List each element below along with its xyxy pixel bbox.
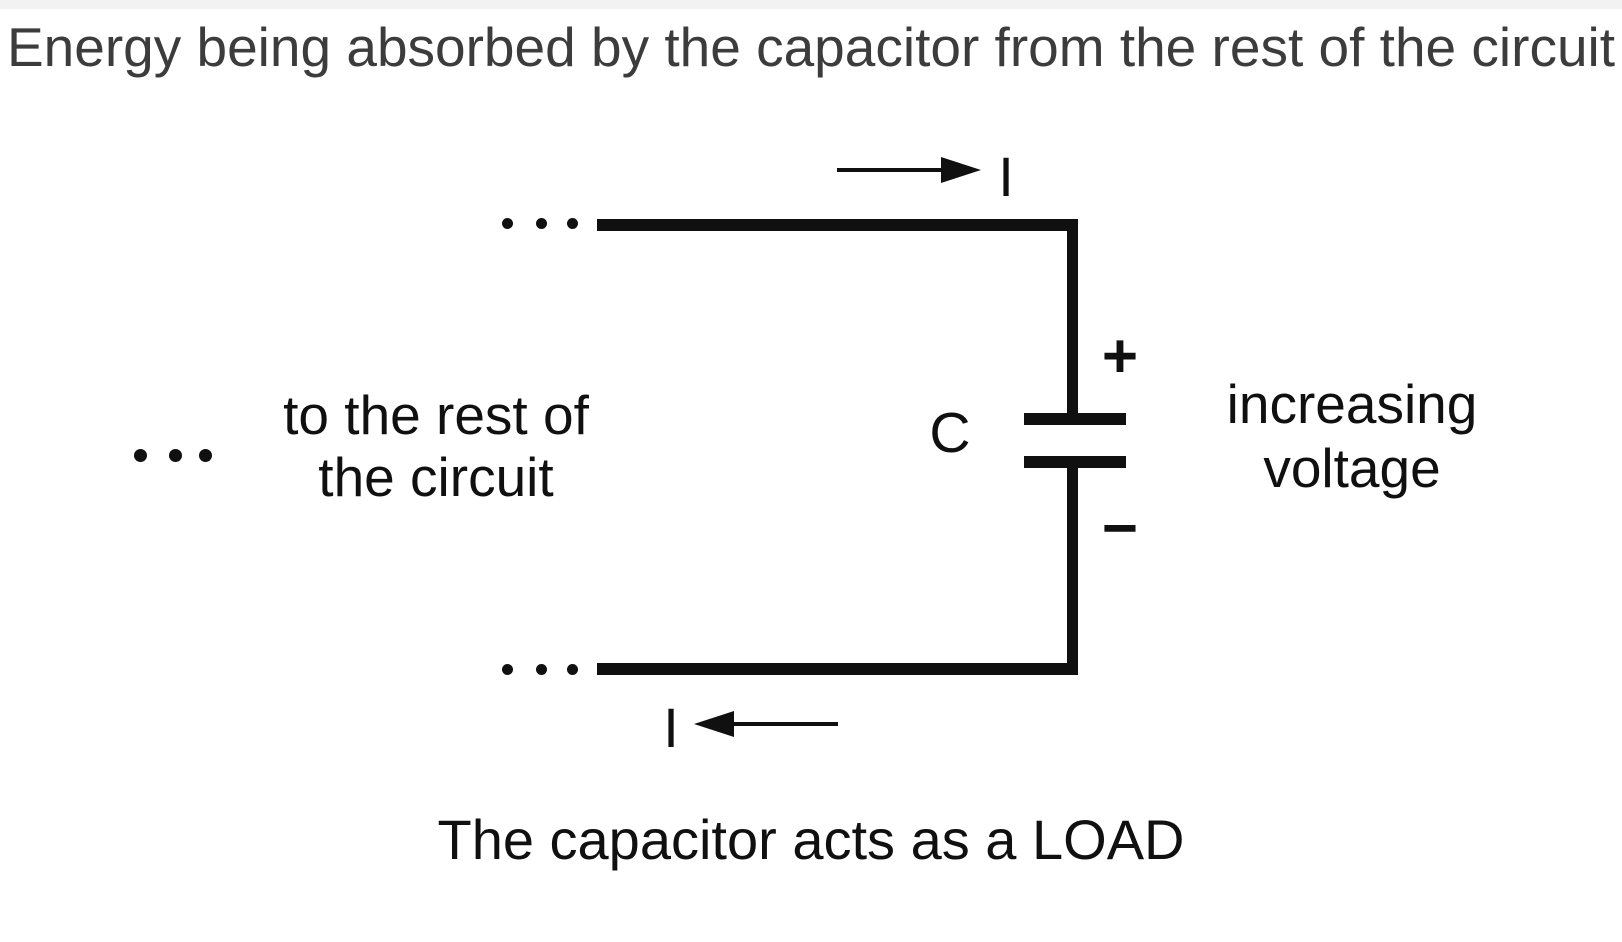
voltage-label-line2: voltage xyxy=(1263,437,1441,499)
ellipsis-dot xyxy=(502,664,513,675)
figure-caption: The capacitor acts as a LOAD xyxy=(437,808,1185,871)
current-arrow-left-icon xyxy=(694,711,838,737)
ellipsis-dot xyxy=(536,664,547,675)
left-wire-label: to the rest of the circuit xyxy=(283,384,589,508)
right-wire-lower xyxy=(1067,468,1078,675)
plus-sign: + xyxy=(1101,322,1139,391)
figure-title: Energy being absorbed by the capacitor f… xyxy=(6,16,1616,78)
capacitor-bottom-plate xyxy=(1024,456,1126,468)
capacitor-top-plate xyxy=(1024,413,1126,425)
minus-sign: − xyxy=(1101,494,1139,563)
bottom-wire xyxy=(597,663,1078,675)
top-wire xyxy=(597,219,1078,231)
voltage-label: increasing voltage xyxy=(1227,372,1478,500)
ellipsis-dot xyxy=(567,664,578,675)
ellipsis-dot xyxy=(536,218,547,229)
current-label-bottom: I xyxy=(663,696,679,759)
ellipsis-dot xyxy=(199,449,212,462)
left-wire-label-line1: to the rest of xyxy=(283,384,589,446)
voltage-label-line1: increasing xyxy=(1226,373,1478,435)
current-arrow-right-icon xyxy=(837,157,981,183)
capacitor-label: C xyxy=(929,401,971,465)
left-wire-label-line2: the circuit xyxy=(318,446,554,508)
ellipsis-dot xyxy=(502,218,513,229)
right-wire-upper xyxy=(1067,219,1078,415)
top-border-strip xyxy=(0,0,1622,9)
ellipsis-dot xyxy=(134,449,147,462)
current-label-top: I xyxy=(998,145,1014,208)
ellipsis-dot xyxy=(567,218,578,229)
ellipsis-dot xyxy=(169,449,182,462)
